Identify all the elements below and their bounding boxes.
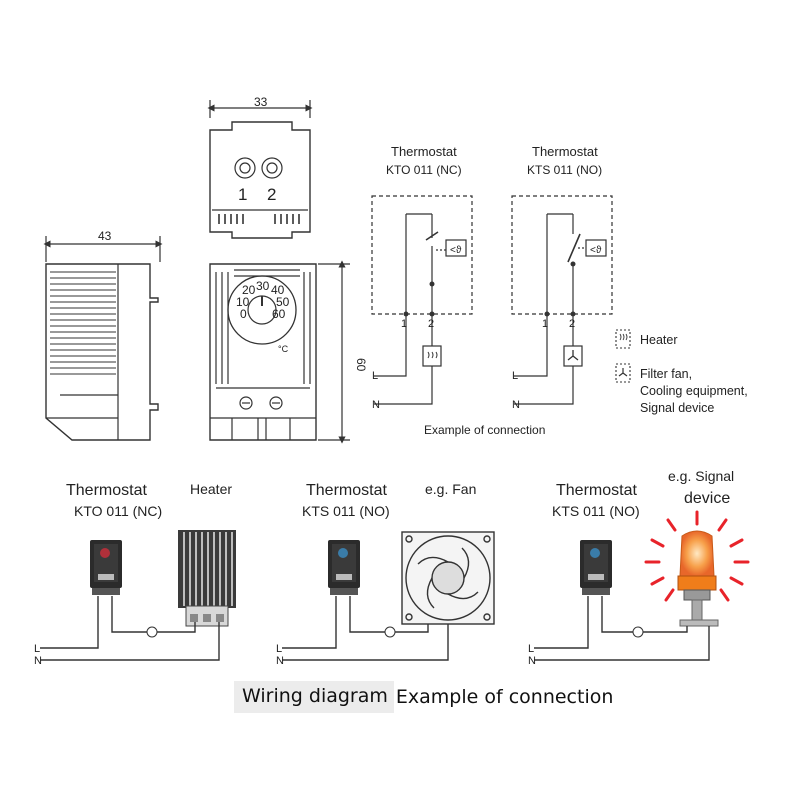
nc-switch-contact (425, 231, 439, 241)
panel2-ground-terminal (384, 626, 396, 638)
nc-theta-symbol: <ϑ (450, 245, 462, 256)
panel3-device-label-2: device (684, 490, 730, 507)
height-label: 60 (354, 358, 368, 372)
panel1-N-label: N (34, 655, 42, 667)
panel1-thermostat (90, 540, 122, 595)
schematic-caption: Example of connection (424, 423, 545, 437)
nc-L-label: L (372, 370, 378, 382)
schematic-no-title: Thermostat (532, 144, 598, 159)
legend-fan-line-1: Filter fan, (640, 367, 692, 381)
panel2-model: KTS 011 (NO) (302, 503, 390, 519)
schematic-nc-circuit (371, 195, 473, 405)
panel1-ground-terminal (146, 626, 158, 638)
terminal-2-label: 2 (267, 185, 276, 204)
no-line-N-wire (514, 366, 574, 405)
dial-mark-30: 30 (256, 279, 270, 293)
nc-line-N-wire (374, 366, 433, 405)
schematic-no-housing (511, 195, 613, 315)
top-view-drawing (207, 100, 313, 239)
panel1-nc-knob (100, 548, 110, 558)
panel1-model: KTO 011 (NC) (74, 503, 162, 519)
panel2-thermostat (328, 540, 360, 595)
legend-fan-line-2: Cooling equipment, (640, 384, 748, 398)
panel2-fan-device (401, 531, 495, 625)
panel3-signal-rays (644, 510, 750, 602)
panel2-N-label: N (276, 655, 284, 667)
top-view-outline (209, 121, 311, 239)
front-view-outline (209, 263, 317, 441)
no-thermal-sensor-box (585, 239, 607, 257)
nc-N-label: N (372, 399, 380, 411)
side-width-label: 43 (98, 229, 112, 243)
schematic-nc-title: Thermostat (391, 144, 457, 159)
no-theta-symbol: <ϑ (590, 245, 602, 256)
legend-heater-icon (615, 329, 631, 349)
terminal-1-label: 1 (238, 185, 247, 204)
dial-mark-60: 60 (272, 307, 286, 321)
panel2-L-label: L (276, 643, 282, 655)
panel2-no-knob (338, 548, 348, 558)
panel3-title: Thermostat (556, 482, 637, 499)
no-pin-1: 1 (542, 318, 548, 330)
dial-mark-40: 40 (271, 283, 285, 297)
panel2-device-label: e.g. Fan (425, 481, 476, 497)
panel1-title: Thermostat (66, 482, 147, 499)
nc-thermal-sensor-box (445, 239, 467, 257)
legend (615, 329, 631, 383)
no-switch-contact (567, 233, 581, 263)
panel3-no-knob (590, 548, 600, 558)
schematic-nc-housing (371, 195, 473, 315)
panel3-signal-lamp (677, 530, 719, 627)
panel1-L-label: L (34, 643, 40, 655)
nc-pin-2: 2 (428, 318, 434, 330)
schematic-no-model: KTS 011 (NO) (527, 163, 602, 177)
panel3-device-label-1: e.g. Signal (668, 468, 734, 484)
dial-mark-0: 0 (240, 307, 247, 321)
side-view-outline (45, 263, 159, 441)
panel1-device-label: Heater (190, 481, 232, 497)
panel2-title: Thermostat (306, 482, 387, 499)
nc-line-L-wire (374, 314, 407, 377)
example-of-connection-caption: Example of connection (395, 686, 614, 708)
panel3-thermostat (580, 540, 612, 595)
no-pin-2: 2 (569, 318, 575, 330)
panel3-N-label: N (528, 655, 536, 667)
side-view-drawing (43, 236, 163, 441)
panel3-model: KTS 011 (NO) (552, 503, 640, 519)
nc-pin-1: 1 (401, 318, 407, 330)
bottom-caption: Wiring diagram Example of connection (234, 678, 613, 716)
nc-heater-symbol (422, 345, 442, 367)
panel3-wires (534, 596, 710, 661)
wiring-diagram-caption: Wiring diagram (234, 681, 394, 713)
no-line-L-wire (514, 314, 548, 377)
schematic-no-circuit (511, 195, 613, 405)
top-width-label: 33 (254, 95, 268, 109)
legend-fan-line-3: Signal device (640, 401, 714, 415)
temperature-dial (227, 275, 297, 345)
dial-mark-20: 20 (242, 283, 256, 297)
dial-scale: 20 30 40 10 50 0 60 °C (236, 279, 290, 354)
front-view-drawing (209, 260, 350, 444)
no-L-label: L (512, 370, 518, 382)
dial-unit-label: °C (278, 344, 289, 354)
dial-mark-10: 10 (236, 295, 250, 309)
schematic-nc-model: KTO 011 (NC) (386, 163, 462, 177)
no-N-label: N (512, 399, 520, 411)
dial-mark-50: 50 (276, 295, 290, 309)
panel3-ground-terminal (632, 626, 644, 638)
legend-heater-label: Heater (640, 333, 678, 347)
panel3-L-label: L (528, 643, 534, 655)
panel1-heater-device (178, 530, 236, 627)
